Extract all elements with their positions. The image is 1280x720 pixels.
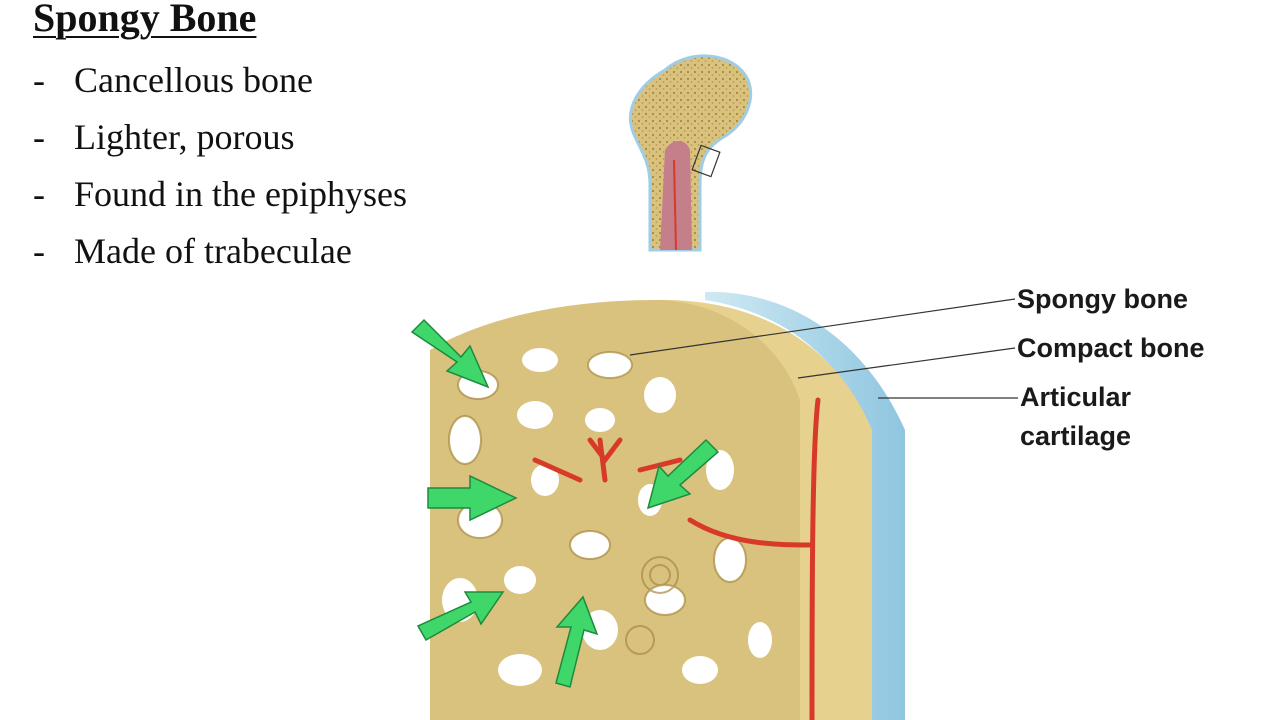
label-articular-line2: cartilage bbox=[1020, 421, 1132, 451]
label-articular-line1: Articular bbox=[1020, 382, 1132, 412]
label-articular-cartilage: Articular cartilage bbox=[1020, 378, 1131, 456]
arrow-icon bbox=[410, 318, 490, 389]
femur-thumbnail bbox=[628, 54, 753, 252]
spongy-bone-block bbox=[430, 291, 905, 720]
bullet-text: Made of trabeculae bbox=[74, 231, 352, 271]
bullet-marker: - bbox=[33, 117, 45, 157]
arrow-icon bbox=[555, 595, 599, 688]
bullet-marker: - bbox=[33, 60, 45, 100]
leader-lines bbox=[629, 298, 1018, 399]
bullet-text: Found in the epiphyses bbox=[74, 174, 407, 214]
pointer-arrows bbox=[410, 318, 720, 688]
arrow-icon bbox=[646, 438, 720, 510]
bullet-text: Cancellous bone bbox=[74, 60, 313, 100]
arrow-icon bbox=[416, 591, 505, 642]
bullet-marker: - bbox=[33, 231, 45, 271]
bullet-text: Lighter, porous bbox=[74, 117, 295, 157]
label-spongy-bone: Spongy bone bbox=[1017, 284, 1188, 314]
arrow-icon bbox=[427, 474, 518, 522]
label-compact-bone: Compact bone bbox=[1017, 333, 1205, 363]
bullet-marker: - bbox=[33, 174, 45, 214]
slide-title: Spongy Bone bbox=[33, 0, 257, 40]
